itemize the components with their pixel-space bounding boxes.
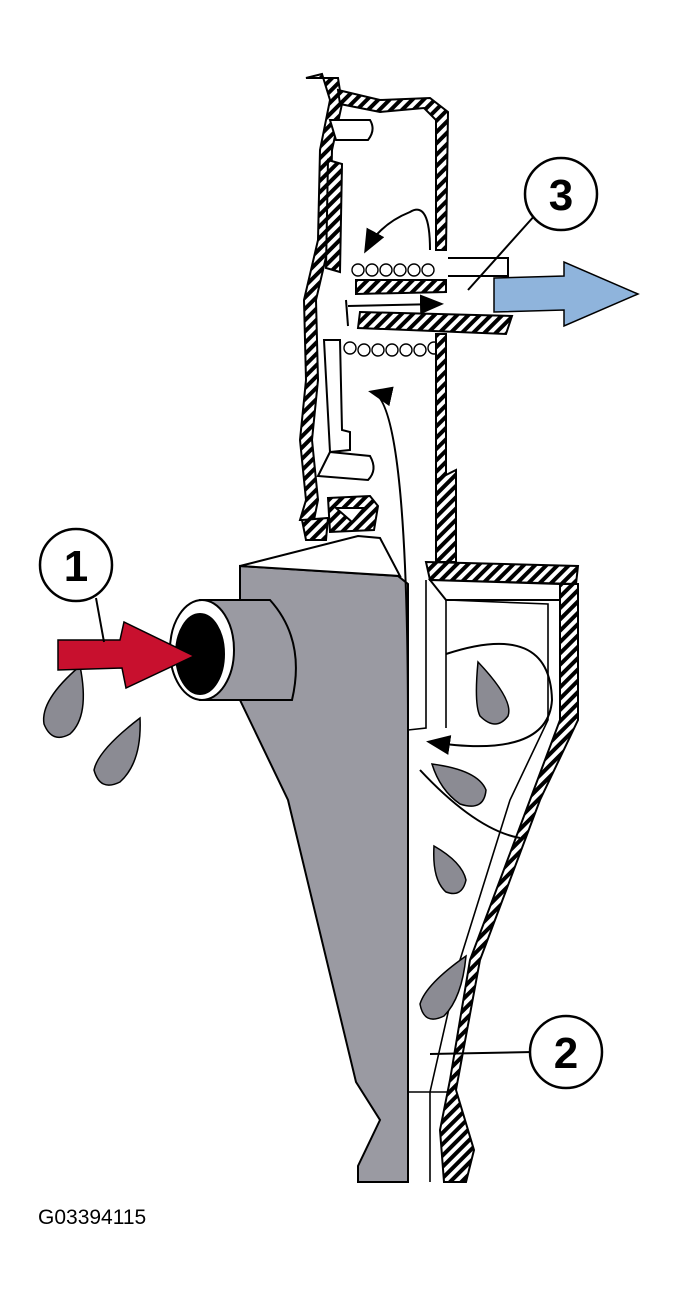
callout-3: 3 [467,156,599,291]
rising-flow-arrow [368,386,409,731]
droplet-inside-4 [419,954,467,1020]
figure-id: G03394115 [38,1206,147,1229]
riser-right-wall [435,468,457,563]
callout-2-circle [528,1014,604,1090]
droplet-inside-3 [433,844,467,895]
droplet-outside-2 [93,716,141,786]
shell-right-wall [438,583,579,1183]
filter-outflow-arrow [347,294,444,315]
swirl-arrow [426,642,554,755]
separator-outer-shell [424,560,580,1183]
filter-spring [343,263,441,357]
outlet-arrow [493,260,640,328]
callout-1-circle [38,527,114,603]
inner-swirl [419,769,521,839]
outlet-lower-tube [356,310,514,336]
oil-droplets [42,660,510,1020]
callout-1-label: 1 [64,542,88,591]
center-riser [435,333,457,563]
callout-3-circle [523,156,599,232]
droplet-outside-1 [42,664,85,739]
inlet-arrow [57,620,196,690]
callout-3-label: 3 [549,171,573,220]
outlet-upper-tube [355,279,447,296]
filter-swirl-arrow [364,208,431,254]
housing-top-cap [336,88,450,251]
filter-element-left [324,158,344,274]
droplet-inside-2 [430,763,487,807]
upper-housing [298,72,450,541]
callout-2: 2 [429,1014,604,1090]
callout-1: 1 [38,527,114,643]
droplet-inside-1 [475,660,510,725]
callout-2-label: 2 [554,1029,578,1078]
inlet-pipe [169,599,297,701]
flow-arrows [345,208,554,839]
